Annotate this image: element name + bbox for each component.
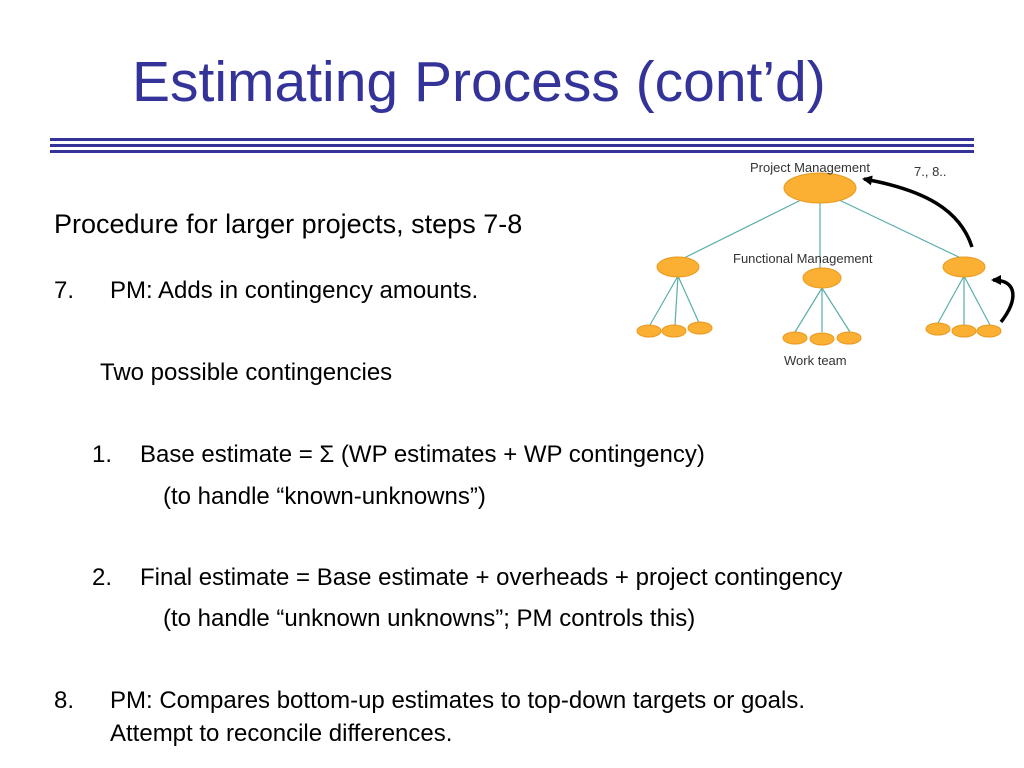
functional-node-middle — [802, 267, 842, 289]
item1-note: (to handle “known-unknowns”) — [163, 483, 486, 510]
item1-text: Base estimate = Σ (WP estimates + WP con… — [140, 441, 705, 468]
item2-text: Final estimate = Base estimate + overhea… — [140, 564, 843, 591]
title-rule-1 — [50, 138, 974, 141]
step8-line1: PM: Compares bottom-up estimates to top-… — [110, 687, 805, 714]
contingency-intro: Two possible contingencies — [100, 359, 393, 386]
org-nodes — [636, 172, 1002, 346]
step7-text: PM: Adds in contingency amounts. — [110, 277, 479, 304]
arrow-to-project-management — [862, 175, 974, 248]
step8-number: 8. — [54, 687, 75, 714]
work-node — [925, 322, 951, 336]
connector-lines — [649, 188, 991, 333]
work-node — [976, 324, 1002, 338]
title-rule-3 — [50, 150, 974, 153]
work-node — [836, 331, 862, 345]
work-node — [809, 332, 835, 346]
project-management-node — [783, 172, 857, 204]
step8-line2: Attempt to reconcile differences. — [110, 720, 453, 747]
functional-management-label: Functional Management — [733, 251, 873, 266]
step7-number: 7. — [54, 277, 75, 304]
item2-note: (to handle “unknown unknowns”; PM contro… — [163, 605, 696, 632]
title-rule-2 — [50, 144, 974, 147]
slide-title: Estimating Process (cont’d) — [132, 50, 826, 114]
item1-number: 1. — [92, 441, 113, 468]
work-node — [687, 321, 713, 335]
work-node — [661, 324, 687, 338]
step-reference-label: 7., 8.. — [914, 164, 947, 179]
work-node — [782, 331, 808, 345]
item2-number: 2. — [92, 564, 113, 591]
work-node — [951, 324, 977, 338]
step-arrows — [862, 175, 1015, 324]
arrow-to-functional-node — [991, 275, 1015, 324]
slide-subtitle: Procedure for larger projects, steps 7-8 — [54, 209, 523, 239]
functional-node-left — [656, 256, 700, 278]
work-node — [636, 324, 662, 338]
functional-node-right — [942, 256, 986, 278]
work-team-label: Work team — [784, 353, 847, 368]
project-management-label: Project Management — [750, 160, 870, 175]
org-chart-diagram: Project Management 7., 8.. Functional Ma… — [636, 160, 1015, 368]
